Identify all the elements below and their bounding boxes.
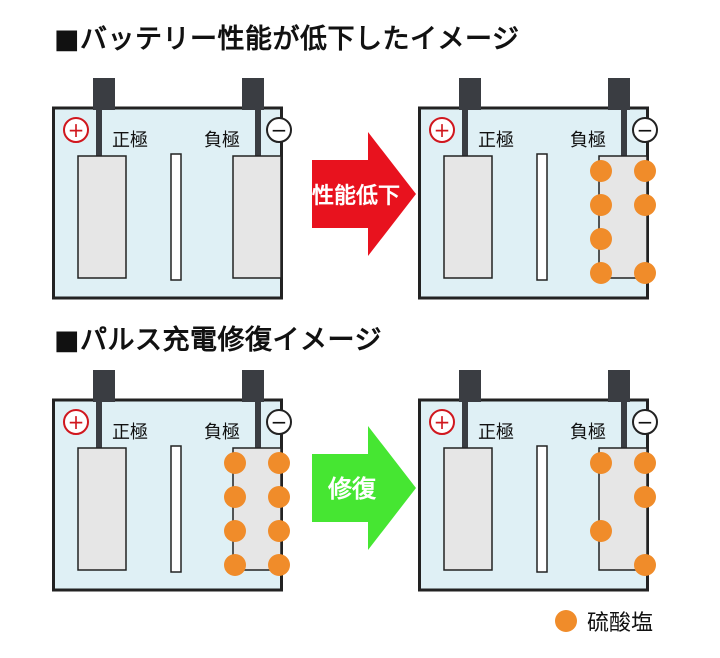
negative-sign-ring <box>632 409 658 435</box>
negative-rod <box>255 400 261 448</box>
legend: 硫酸塩 <box>555 605 653 637</box>
battery-svg: + − 正極 負極 <box>52 370 292 592</box>
sulfate-crystal <box>590 194 612 216</box>
negative-sign-ring <box>632 117 658 143</box>
positive-sign-ring <box>429 409 455 435</box>
sulfate-crystal <box>634 486 656 508</box>
sulfate-crystal <box>224 486 246 508</box>
positive-sign-ring <box>429 117 455 143</box>
sulfate-crystal <box>634 452 656 474</box>
negative-electrode-label: 負極 <box>570 130 606 151</box>
battery-svg: + − 正極 負極 <box>418 78 658 300</box>
positive-electrode-label: 正極 <box>478 130 514 151</box>
positive-electrode-label: 正極 <box>112 422 148 443</box>
battery-degradation-after: + − 正極 負極 <box>418 78 658 310</box>
positive-sign-ring <box>63 409 89 435</box>
heading-degradation: ■バッテリー性能が低下したイメージ <box>54 24 520 55</box>
positive-terminal <box>93 370 115 402</box>
sulfate-crystal <box>590 262 612 284</box>
sulfate-crystal <box>634 262 656 284</box>
battery-degradation-before: + − 正極 負極 <box>52 78 292 310</box>
positive-terminal <box>459 78 481 110</box>
degradation-arrow: 性能低下 <box>312 132 416 256</box>
sulfate-crystal <box>268 486 290 508</box>
negative-sign: − <box>637 410 654 434</box>
positive-terminal <box>459 370 481 402</box>
sulfate-crystal <box>268 452 290 474</box>
negative-sign-ring <box>266 117 292 143</box>
sulfate-crystal <box>634 160 656 182</box>
negative-sign: − <box>637 118 654 142</box>
positive-sign: + <box>434 118 451 142</box>
negative-plate <box>232 155 282 279</box>
positive-sign: + <box>434 410 451 434</box>
negative-terminal <box>242 78 264 110</box>
positive-rod <box>462 108 468 156</box>
separator <box>170 445 182 573</box>
legend-label: 硫酸塩 <box>587 611 654 636</box>
sulfate-crystal <box>590 452 612 474</box>
positive-sign: + <box>68 118 85 142</box>
sulfate-crystal <box>634 554 656 576</box>
positive-rod <box>462 400 468 448</box>
positive-sign-ring <box>63 117 89 143</box>
sulfate-legend-swatch <box>555 610 577 632</box>
positive-electrode-label: 正極 <box>478 422 514 443</box>
negative-sign: − <box>271 410 288 434</box>
battery-svg: + − 正極 負極 <box>418 370 658 592</box>
negative-sign: − <box>271 118 288 142</box>
sulfate-crystal <box>268 520 290 542</box>
positive-sign: + <box>68 410 85 434</box>
sulfate-crystal <box>224 520 246 542</box>
negative-terminal <box>608 370 630 402</box>
negative-terminal <box>608 78 630 110</box>
positive-electrode-label: 正極 <box>112 130 148 151</box>
negative-electrode-label: 負極 <box>204 130 240 151</box>
battery-repair-after: + − 正極 負極 <box>418 370 658 602</box>
separator <box>170 153 182 281</box>
repair-arrow-text: 修復 <box>327 475 377 503</box>
negative-rod <box>255 108 261 156</box>
negative-rod <box>621 400 627 448</box>
degradation-arrow-text: 性能低下 <box>312 183 400 209</box>
sulfate-crystal <box>224 452 246 474</box>
positive-plate <box>77 155 127 279</box>
negative-sign-ring <box>266 409 292 435</box>
heading-pulse-repair: ■パルス充電修復イメージ <box>54 325 382 356</box>
separator <box>536 153 548 281</box>
positive-plate <box>443 447 493 571</box>
battery-repair-before: + − 正極 負極 <box>52 370 292 602</box>
positive-plate <box>443 155 493 279</box>
sulfate-crystal <box>268 554 290 576</box>
negative-electrode-label: 負極 <box>204 422 240 443</box>
negative-electrode-label: 負極 <box>570 422 606 443</box>
repair-arrow: 修復 <box>312 426 416 550</box>
sulfate-crystal <box>634 194 656 216</box>
positive-rod <box>96 400 102 448</box>
sulfate-crystal <box>224 554 246 576</box>
sulfate-crystal <box>590 520 612 542</box>
negative-rod <box>621 108 627 156</box>
battery-svg: + − 正極 負極 <box>52 78 292 300</box>
sulfate-crystal <box>590 228 612 250</box>
positive-plate <box>77 447 127 571</box>
negative-terminal <box>242 370 264 402</box>
positive-terminal <box>93 78 115 110</box>
sulfate-crystal <box>590 160 612 182</box>
separator <box>536 445 548 573</box>
positive-rod <box>96 108 102 156</box>
